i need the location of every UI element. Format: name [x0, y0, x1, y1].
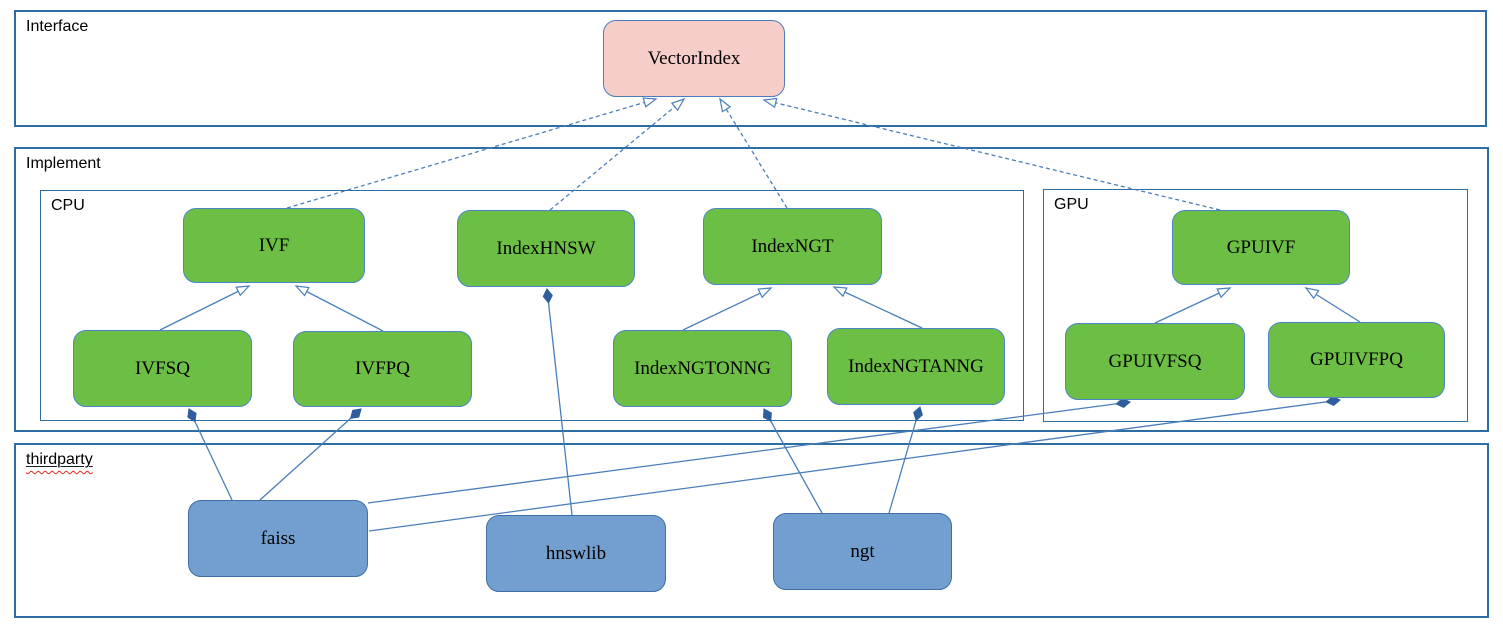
container-interface-label: Interface — [26, 18, 89, 35]
node-indexhnsw: IndexHNSW — [457, 210, 635, 287]
container-implement-label: Implement — [26, 155, 101, 172]
node-ivfpq: IVFPQ — [293, 331, 472, 407]
container-thirdparty-label: thirdparty — [26, 451, 93, 468]
node-ngt: ngt — [773, 513, 952, 590]
node-gpuivf: GPUIVF — [1172, 210, 1350, 285]
node-ivfsq: IVFSQ — [73, 330, 252, 407]
node-faiss: faiss — [188, 500, 368, 577]
container-gpu-label: GPU — [1054, 196, 1089, 213]
container-cpu-label: CPU — [51, 197, 85, 214]
node-vectorindex: VectorIndex — [603, 20, 785, 97]
node-indexngtonng: IndexNGTONNG — [613, 330, 792, 407]
node-ivf: IVF — [183, 208, 365, 283]
node-gpuivfpq: GPUIVFPQ — [1268, 322, 1445, 398]
node-indexngtanng: IndexNGTANNG — [827, 328, 1005, 405]
node-hnswlib: hnswlib — [486, 515, 666, 592]
node-indexngt: IndexNGT — [703, 208, 882, 285]
node-gpuivfsq: GPUIVFSQ — [1065, 323, 1245, 400]
